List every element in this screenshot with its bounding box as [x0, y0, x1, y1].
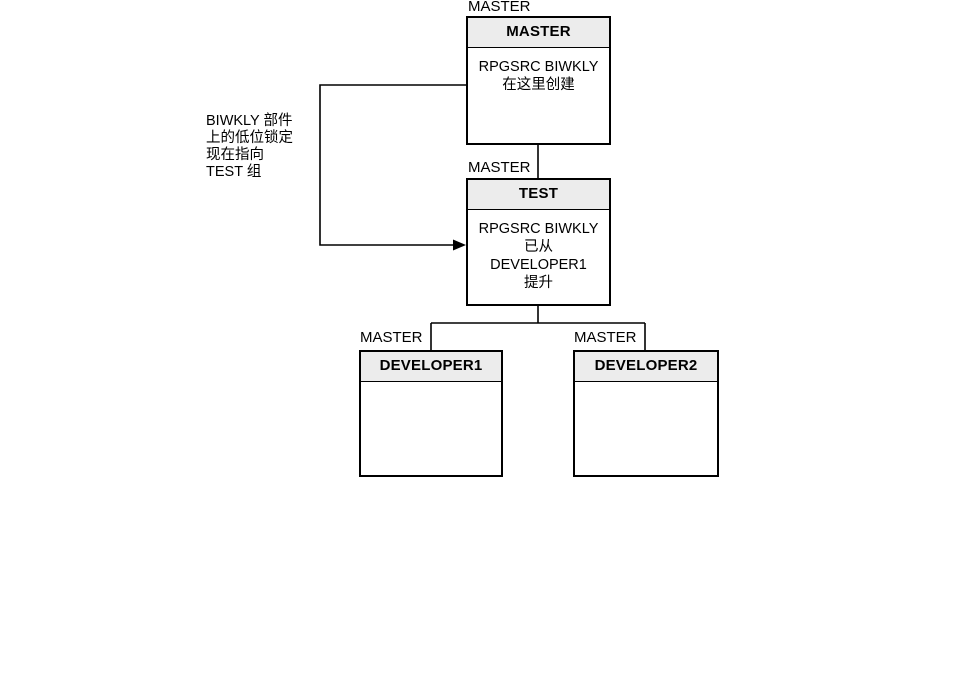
node-developer1-body — [361, 382, 501, 475]
group-tag-master: MASTER — [467, 0, 532, 15]
node-test-header: TEST — [468, 180, 609, 210]
node-developer2-body — [575, 382, 717, 475]
node-test-body: RPGSRC BIWKLY 已从 DEVELOPER1 提升 — [478, 221, 599, 291]
node-master[interactable]: MASTER RPGSRC BIWKLY 在这里创建 — [466, 16, 611, 145]
group-tag-developer1: MASTER — [359, 329, 424, 346]
node-developer1[interactable]: DEVELOPER1 — [359, 350, 503, 477]
node-developer2[interactable]: DEVELOPER2 — [573, 350, 719, 477]
annotation-note: BIWKLY 部件 上的低位锁定 现在指向 TEST 组 — [206, 113, 293, 180]
group-tag-test: MASTER — [467, 159, 532, 176]
node-developer1-header: DEVELOPER1 — [361, 352, 501, 382]
connector-master-loop-to-test — [319, 84, 466, 246]
node-test[interactable]: TEST RPGSRC BIWKLY 已从 DEVELOPER1 提升 — [466, 178, 611, 306]
group-tag-developer2: MASTER — [573, 329, 638, 346]
node-master-body: RPGSRC BIWKLY 在这里创建 — [478, 59, 599, 93]
arrowhead-into-test — [453, 239, 466, 251]
node-master-header: MASTER — [468, 18, 609, 48]
node-developer2-header: DEVELOPER2 — [575, 352, 717, 382]
